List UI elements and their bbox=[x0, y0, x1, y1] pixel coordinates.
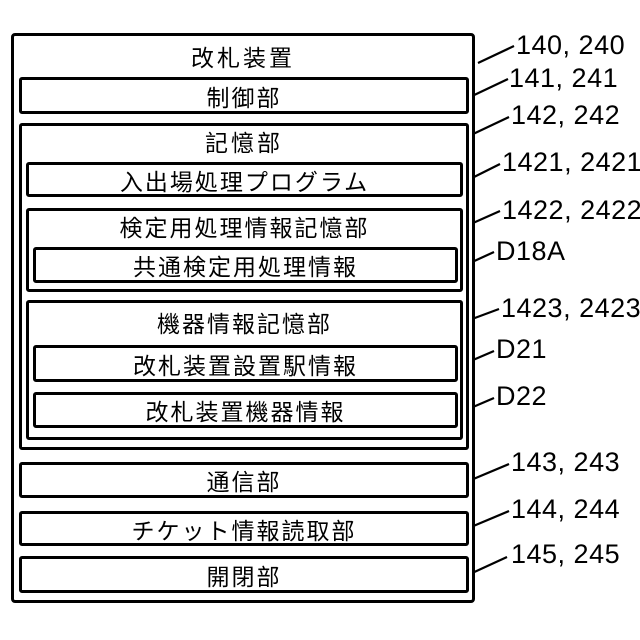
ref-ticket-reader-unit: 144, 244 bbox=[511, 494, 621, 524]
ref-entry-exit-program: 1421, 2421 bbox=[502, 147, 640, 177]
ref-control-unit: 141, 241 bbox=[509, 63, 619, 93]
ref-verification-storage: 1422, 2422 bbox=[502, 195, 640, 225]
ticket-reader-unit-label: チケット情報読取部 bbox=[131, 517, 357, 544]
communication-unit-label: 通信部 bbox=[206, 469, 282, 495]
ref-gate-device: 140, 240 bbox=[516, 30, 626, 60]
storage-unit-box: 記憶部 入出場処理プログラム 検定用処理情報記憶部 共通検定用処理情報 機器情報… bbox=[19, 123, 469, 450]
verification-info-storage-title: 検定用処理情報記憶部 bbox=[119, 215, 370, 241]
ref-gate-open-close-unit: 145, 245 bbox=[511, 539, 621, 569]
gate-device-box: 改札装置 制御部 記憶部 入出場処理プログラム 検定用処理情報記憶部 共通検定用… bbox=[11, 33, 475, 603]
gate-device-info-box: 改札装置機器情報 bbox=[33, 392, 458, 428]
common-verification-info-box: 共通検定用処理情報 bbox=[33, 247, 458, 283]
storage-unit-title: 記憶部 bbox=[205, 130, 283, 156]
leader-line-communication bbox=[470, 462, 510, 482]
leader-line-control bbox=[469, 78, 509, 98]
ref-station-info: D21 bbox=[496, 334, 548, 364]
equipment-info-storage-title: 機器情報記憶部 bbox=[157, 311, 332, 337]
gate-open-close-unit-box: 開閉部 bbox=[19, 556, 469, 593]
ref-communication-unit: 143, 243 bbox=[511, 447, 621, 477]
gate-station-info-label: 改札装置設置駅情報 bbox=[133, 352, 358, 379]
ref-common-verification-info: D18A bbox=[496, 236, 566, 266]
ref-equipment-storage: 1423, 2423 bbox=[501, 293, 640, 323]
ref-storage-unit: 142, 242 bbox=[511, 100, 621, 130]
entry-exit-program-label: 入出場処理プログラム bbox=[119, 168, 370, 195]
gate-open-close-unit-label: 開閉部 bbox=[206, 563, 282, 590]
common-verification-info-label: 共通検定用処理情報 bbox=[133, 254, 358, 280]
ref-device-info: D22 bbox=[496, 381, 548, 411]
gate-device-info-label: 改札装置機器情報 bbox=[145, 399, 346, 425]
leader-line-storage bbox=[470, 116, 510, 136]
control-unit-box: 制御部 bbox=[19, 77, 469, 114]
leader-line-gate-unit bbox=[469, 556, 508, 575]
equipment-info-storage-box: 機器情報記憶部 改札装置設置駅情報 改札装置機器情報 bbox=[26, 300, 463, 440]
ticket-reader-unit-box: チケット情報読取部 bbox=[19, 511, 469, 546]
entry-exit-program-box: 入出場処理プログラム bbox=[26, 162, 463, 197]
leader-line-gate-device bbox=[477, 45, 515, 64]
gate-device-title: 改札装置 bbox=[191, 45, 295, 71]
leader-line-ticket-reader bbox=[470, 509, 510, 529]
gate-station-info-box: 改札装置設置駅情報 bbox=[33, 345, 458, 382]
verification-info-storage-box: 検定用処理情報記憶部 共通検定用処理情報 bbox=[26, 208, 463, 292]
control-unit-label: 制御部 bbox=[206, 84, 282, 111]
communication-unit-box: 通信部 bbox=[19, 462, 469, 498]
